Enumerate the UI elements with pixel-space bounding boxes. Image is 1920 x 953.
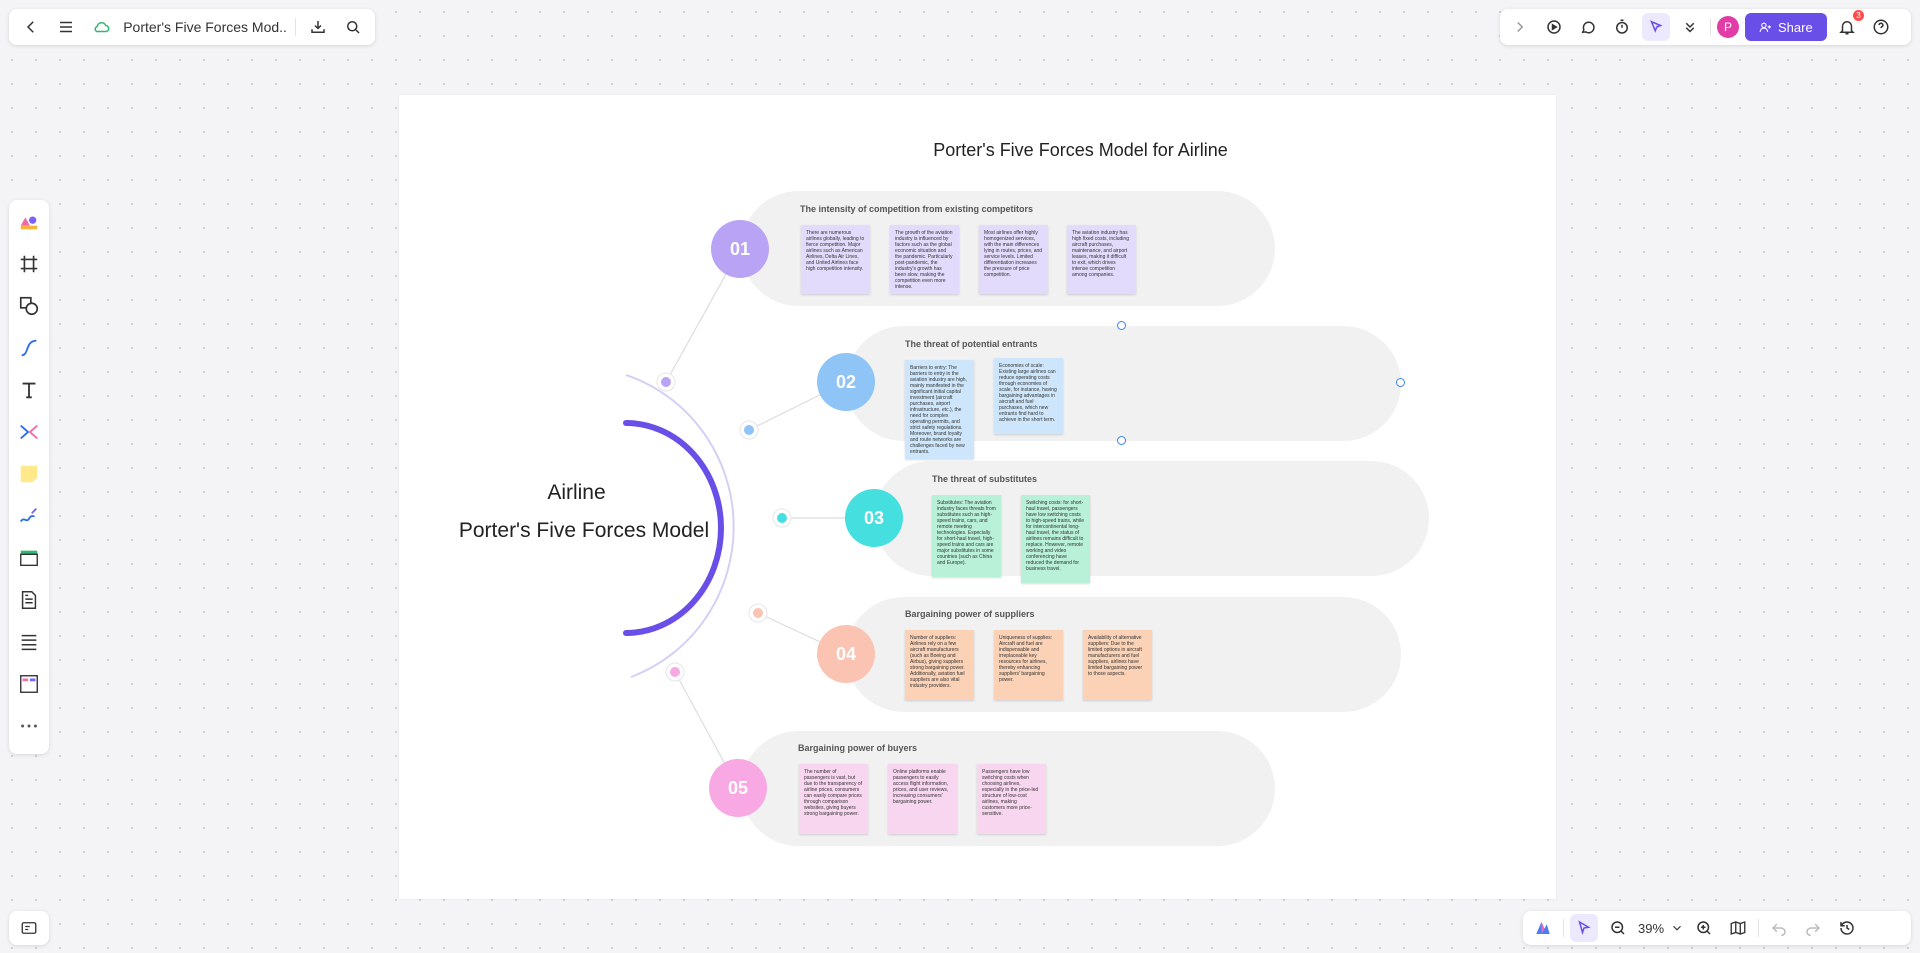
force-05-number[interactable]: 05 xyxy=(709,759,767,817)
divider xyxy=(1758,919,1760,937)
node-dot-3 xyxy=(777,513,787,523)
comment-icon[interactable] xyxy=(1574,13,1602,41)
zoom-level[interactable]: 39% xyxy=(1638,920,1665,936)
bottom-right-panel: 39% xyxy=(1523,911,1911,945)
shape-icon[interactable] xyxy=(13,290,45,322)
document-icon[interactable] xyxy=(13,584,45,616)
outer-thin-arc xyxy=(625,374,735,678)
force-05-title[interactable]: Bargaining power of buyers xyxy=(798,743,918,753)
divider xyxy=(1563,919,1564,937)
selection-handle-top[interactable] xyxy=(1117,321,1126,330)
back-icon[interactable] xyxy=(17,13,44,41)
share-label: Share xyxy=(1778,19,1813,35)
force-05-note-2[interactable]: Online platforms enable passengers to ea… xyxy=(888,764,957,834)
ai-logo-icon[interactable] xyxy=(1529,914,1557,942)
text-icon[interactable] xyxy=(13,374,45,406)
force-01-note-1[interactable]: There are numerous airlines globally, le… xyxy=(801,225,870,294)
redo-icon[interactable] xyxy=(1799,914,1827,942)
selection-handle-bottom[interactable] xyxy=(1117,436,1126,445)
node-dot-4 xyxy=(753,608,763,618)
menu-icon[interactable] xyxy=(52,13,79,41)
zoom-out-icon[interactable] xyxy=(1604,914,1632,942)
more-icon[interactable] xyxy=(13,710,45,742)
select-pointer-icon[interactable] xyxy=(1570,914,1598,942)
center-thick-arc xyxy=(623,420,724,636)
share-button[interactable]: Share xyxy=(1745,13,1827,41)
doc-title[interactable]: Porter's Five Forces Mod... xyxy=(123,19,288,35)
force-01-note-2[interactable]: The growth of the aviation industry is i… xyxy=(890,225,959,294)
force-03-title[interactable]: The threat of substitutes xyxy=(932,474,1038,484)
force-02-note-1[interactable]: Barriers to entry: The barriers to entry… xyxy=(905,360,974,459)
help-icon[interactable] xyxy=(1867,13,1895,41)
frame-icon[interactable] xyxy=(13,248,45,280)
force-02-title[interactable]: The threat of potential entrants xyxy=(905,339,1038,349)
center-title[interactable]: Airline xyxy=(547,481,606,504)
force-02-note-2[interactable]: Economies of scale: Existing large airli… xyxy=(994,358,1063,434)
force-03-note-2[interactable]: Switching costs: for short-haul travel, … xyxy=(1021,495,1090,583)
divider xyxy=(1710,18,1711,36)
notification-badge: 3 xyxy=(1853,10,1864,21)
force-04-note-3[interactable]: Availability of alternative suppliers: D… xyxy=(1083,630,1152,700)
force-04-title[interactable]: Bargaining power of suppliers xyxy=(905,609,1035,619)
list-icon[interactable] xyxy=(13,626,45,658)
chevron-down-icon[interactable] xyxy=(1670,914,1684,942)
board-title[interactable]: Porter's Five Forces Model for Airline xyxy=(933,140,1228,160)
force-05-note-3[interactable]: Passengers have low switching costs when… xyxy=(977,764,1046,834)
bottom-left-panel xyxy=(9,911,49,945)
node-dot-1 xyxy=(661,377,671,387)
node-dot-2 xyxy=(744,425,754,435)
force-01-title[interactable]: The intensity of competition from existi… xyxy=(800,204,1034,214)
divider xyxy=(295,18,297,36)
center-subtitle[interactable]: Porter's Five Forces Model xyxy=(458,519,710,542)
chevron-right-icon[interactable] xyxy=(1506,13,1534,41)
pen-icon[interactable] xyxy=(13,500,45,532)
mindmap-icon[interactable] xyxy=(13,416,45,448)
cloud-sync-icon xyxy=(88,13,115,41)
board-canvas[interactable]: Porter's Five Forces Model for Airline A… xyxy=(399,95,1556,899)
history-icon[interactable] xyxy=(1833,914,1861,942)
force-02-number[interactable]: 02 xyxy=(817,353,875,411)
force-04-note-1[interactable]: Number of suppliers: Airlines rely on a … xyxy=(905,630,974,700)
force-03-number[interactable]: 03 xyxy=(845,489,903,547)
selection-handle-right[interactable] xyxy=(1396,378,1405,387)
topbar-right: P Share 3 xyxy=(1500,9,1911,45)
force-03-note-1[interactable]: Substitutes: The aviation industry faces… xyxy=(932,495,1001,577)
topbar-left: Porter's Five Forces Mod... xyxy=(9,9,375,45)
force-01-number[interactable]: 01 xyxy=(711,220,769,278)
avatar[interactable]: P xyxy=(1717,16,1739,38)
zoom-in-icon[interactable] xyxy=(1690,914,1718,942)
minimap-icon[interactable] xyxy=(15,914,43,942)
force-04-number[interactable]: 04 xyxy=(817,625,875,683)
force-04-note-2[interactable]: Uniqueness of supplies: Aircraft and fue… xyxy=(994,630,1063,700)
sticky-note-icon[interactable] xyxy=(13,458,45,490)
bell-icon[interactable]: 3 xyxy=(1833,10,1864,41)
node-dot-5 xyxy=(670,667,680,677)
play-icon[interactable] xyxy=(1540,13,1568,41)
user-add-icon xyxy=(1759,22,1771,32)
force-05-note-1[interactable]: The number of passengers is vast, but du… xyxy=(799,764,868,834)
timer-icon[interactable] xyxy=(1608,13,1636,41)
cursor-follow-icon[interactable] xyxy=(1642,13,1670,41)
left-toolbar xyxy=(9,200,49,754)
more-down-icon[interactable] xyxy=(1676,13,1704,41)
download-icon[interactable] xyxy=(304,13,331,41)
kanban-icon[interactable] xyxy=(13,668,45,700)
undo-icon[interactable] xyxy=(1765,914,1793,942)
force-01-note-4[interactable]: The aviation industry has high fixed cos… xyxy=(1067,225,1136,294)
search-icon[interactable] xyxy=(340,13,367,41)
connector-icon[interactable] xyxy=(13,332,45,364)
force-01-note-3[interactable]: Most airlines offer highly homogenized s… xyxy=(979,225,1048,294)
templates-icon[interactable] xyxy=(13,206,45,238)
table-icon[interactable] xyxy=(13,542,45,574)
map-icon[interactable] xyxy=(1724,914,1752,942)
